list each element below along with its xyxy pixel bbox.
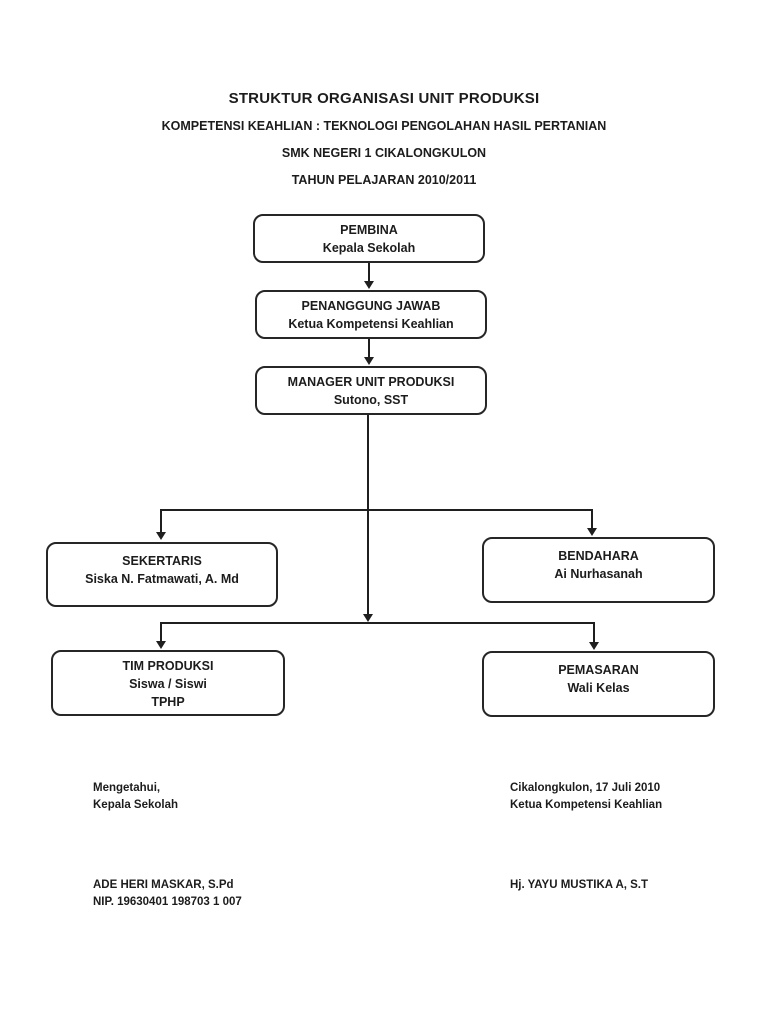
node-title: MANAGER UNIT PRODUKSI (287, 375, 455, 389)
node-subtitle: Ketua Kompetensi Keahlian (288, 317, 454, 331)
signature-left-nip: NIP. 19630401 198703 1 007 (93, 895, 242, 908)
org-node-pemasaran: PEMASARAN Wali Kelas (482, 651, 715, 717)
node-subtitle: Ai Nurhasanah (554, 567, 643, 581)
connector-drop-tim-produksi (160, 622, 162, 643)
org-node-pembina: PEMBINA Kepala Sekolah (253, 214, 485, 263)
signature-right-heading: Cikalongkulon, 17 Juli 2010 Ketua Kompet… (510, 780, 662, 813)
signature-right-name-block: Hj. YAYU MUSTIKA A, S.T (510, 877, 648, 894)
org-node-bendahara: BENDAHARA Ai Nurhasanah (482, 537, 715, 603)
signature-left-line1: Mengetahui, (93, 782, 161, 794)
node-subtitle: Wali Kelas (567, 681, 630, 695)
node-title: SEKERTARIS (122, 554, 202, 568)
signature-right-line1: Cikalongkulon, 17 Juli 2010 (510, 782, 661, 794)
node-subtitle: Siswa / Siswi (129, 677, 207, 691)
subtitle-kompetensi: KOMPETENSI KEAHLIAN : TEKNOLOGI PENGOLAH… (161, 119, 607, 133)
arrowhead-down-icon (589, 642, 599, 650)
connector-penanggung-manager (368, 339, 370, 358)
arrowhead-down-icon (156, 532, 166, 540)
page-title: STRUKTUR ORGANISASI UNIT PRODUKSI (228, 90, 540, 107)
signature-left-name: ADE HERI MASKAR, S.Pd (93, 879, 234, 891)
connector-drop-bendahara (591, 509, 593, 529)
arrowhead-down-icon (156, 641, 166, 649)
subtitle-school: SMK NEGERI 1 CIKALONGKULON (281, 146, 487, 160)
connector-pembina-penanggung (368, 263, 370, 282)
connector-drop-sekertaris (160, 509, 162, 533)
node-title: BENDAHARA (558, 549, 639, 563)
connector-rail-1 (161, 509, 593, 511)
signature-right-line2: Ketua Kompetensi Keahlian (510, 798, 663, 811)
subtitle-year: TAHUN PELAJARAN 2010/2011 (291, 173, 477, 187)
connector-manager-trunk (367, 415, 369, 615)
arrowhead-down-icon (587, 528, 597, 536)
arrowhead-down-icon (364, 281, 374, 289)
signature-left-line2: Kepala Sekolah (93, 798, 179, 811)
connector-drop-pemasaran (593, 622, 595, 644)
arrowhead-down-icon (364, 357, 374, 365)
signature-left-name-block: ADE HERI MASKAR, S.Pd NIP. 19630401 1987… (93, 877, 242, 910)
org-node-manager: MANAGER UNIT PRODUKSI Sutono, SST (255, 366, 487, 415)
node-title: TIM PRODUKSI (122, 659, 214, 673)
signature-right-name: Hj. YAYU MUSTIKA A, S.T (510, 879, 649, 891)
node-title: PENANGGUNG JAWAB (301, 299, 441, 313)
org-node-sekertaris: SEKERTARIS Siska N. Fatmawati, A. Md (46, 542, 278, 607)
org-node-tim-produksi: TIM PRODUKSI Siswa / Siswi TPHP (51, 650, 285, 716)
connector-rail-2 (161, 622, 595, 624)
node-subtitle: Kepala Sekolah (322, 241, 416, 255)
node-subtitle: Sutono, SST (333, 393, 409, 407)
node-subtitle: Siska N. Fatmawati, A. Md (85, 572, 239, 586)
node-subtitle-2: TPHP (151, 695, 185, 709)
node-title: PEMBINA (340, 223, 398, 237)
signature-left-heading: Mengetahui, Kepala Sekolah (93, 780, 178, 813)
org-node-penanggung-jawab: PENANGGUNG JAWAB Ketua Kompetensi Keahli… (255, 290, 487, 339)
arrowhead-down-icon (363, 614, 373, 622)
node-title: PEMASARAN (558, 663, 639, 677)
